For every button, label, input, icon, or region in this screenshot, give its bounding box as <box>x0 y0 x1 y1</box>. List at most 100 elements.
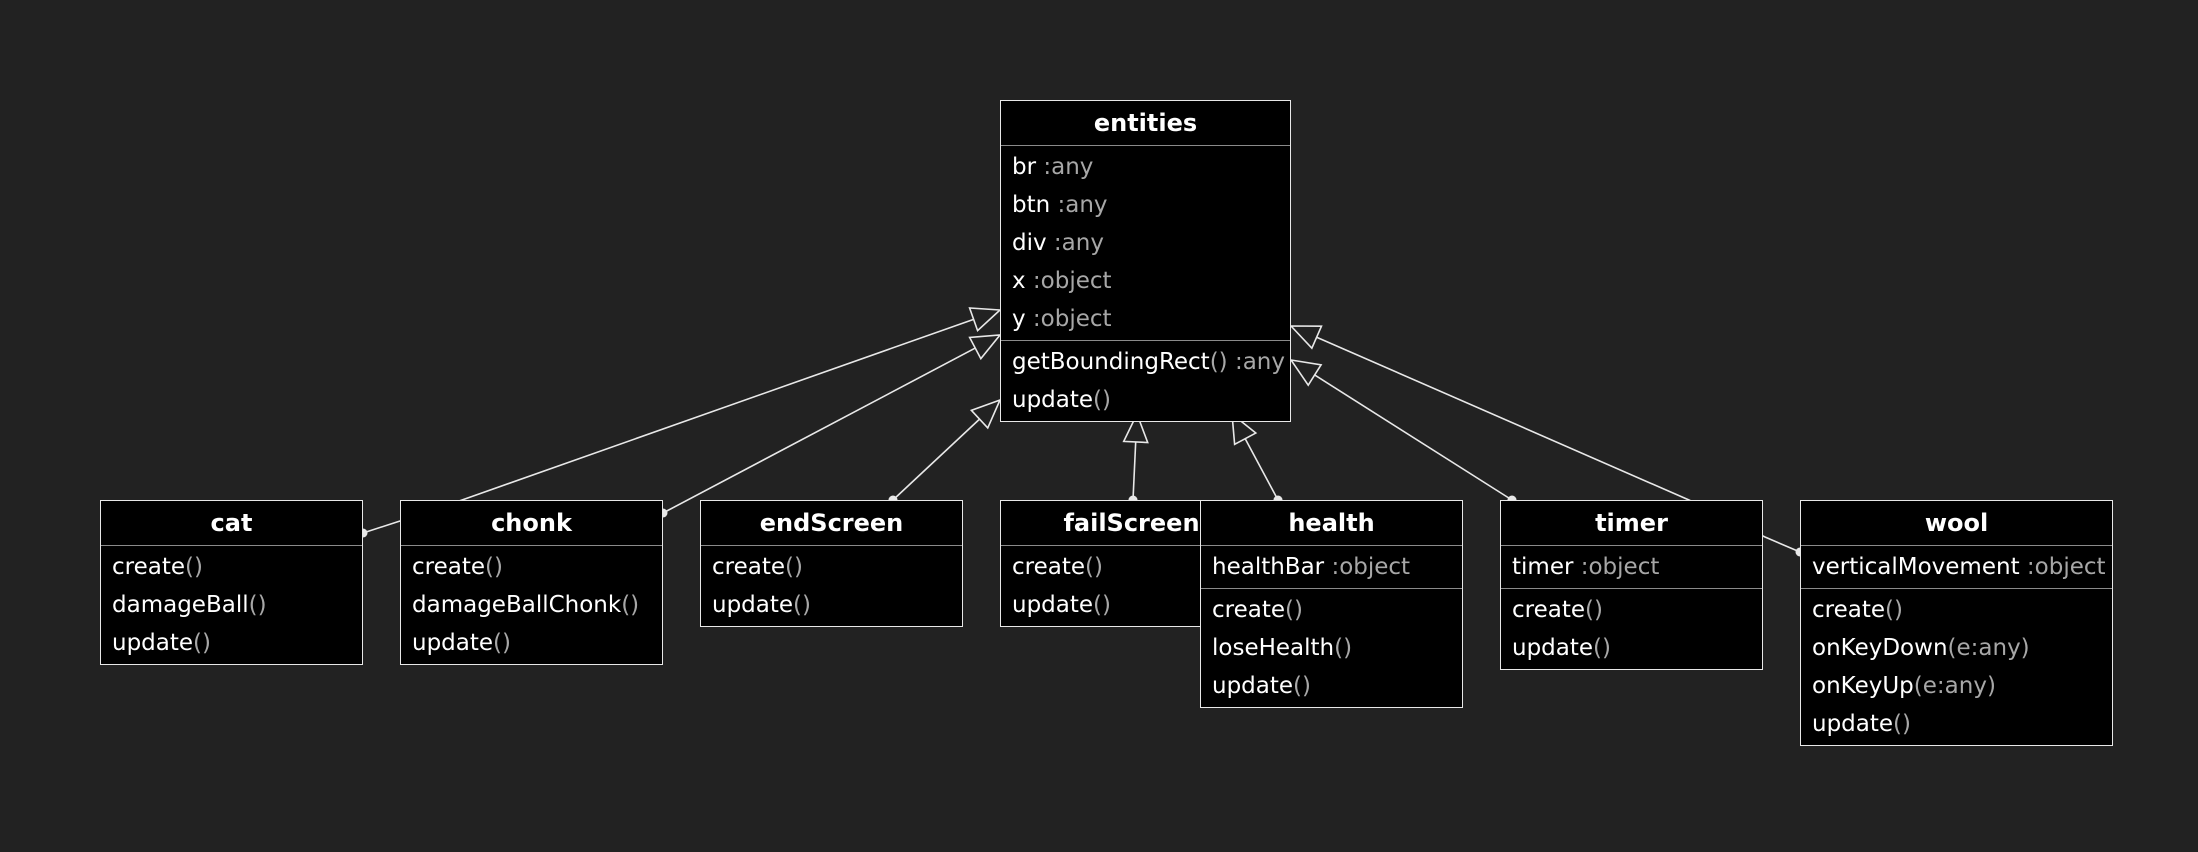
inheritance-arrowhead-failScreen <box>1122 411 1149 444</box>
inheritance-arrowhead-timer <box>1289 358 1323 387</box>
attribute-type: :object <box>1025 268 1112 294</box>
method-name: create <box>712 554 786 580</box>
method-row: update() <box>701 586 962 624</box>
method-signature: () <box>1893 711 1911 737</box>
method-signature: () <box>248 592 267 618</box>
method-name: loseHealth <box>1212 635 1335 661</box>
method-name: create <box>112 554 186 580</box>
attribute-row: verticalMovement :object <box>1801 548 2112 586</box>
method-signature: () <box>1093 387 1111 413</box>
method-signature: () <box>185 554 203 580</box>
attribute-row: x :object <box>1001 262 1290 300</box>
method-signature: () <box>1085 554 1103 580</box>
method-signature: () <box>621 592 640 618</box>
method-row: update() <box>101 624 362 662</box>
class-name: failScreen <box>1001 501 1262 546</box>
method-name: update <box>412 630 494 656</box>
methods-section: create()damageBall()update() <box>101 546 362 664</box>
method-row: onKeyUp(e:any) <box>1801 667 2112 705</box>
attribute-name: br <box>1012 154 1037 180</box>
methods-section: getBoundingRect() :any update() <box>1001 341 1290 421</box>
attribute-name: y <box>1012 306 1026 332</box>
method-signature: () <box>785 554 803 580</box>
method-name: create <box>412 554 486 580</box>
class-name: cat <box>101 501 362 546</box>
method-name: damageBall <box>112 592 249 618</box>
class-name: wool <box>1801 501 2112 546</box>
attribute-name: x <box>1012 268 1026 294</box>
method-name: getBoundingRect <box>1012 349 1210 375</box>
method-name: create <box>1812 597 1886 623</box>
methods-section: create()damageBallChonk()update() <box>401 546 662 664</box>
method-signature: () <box>1093 592 1111 618</box>
method-signature: (e:any) <box>1913 673 1996 699</box>
attribute-type: :any <box>1050 192 1108 218</box>
inheritance-line-failScreen <box>1132 441 1137 501</box>
attribute-type: :object <box>2019 554 2106 580</box>
method-row: loseHealth() <box>1201 629 1462 667</box>
method-name: onKeyUp <box>1812 673 1914 699</box>
attribute-row: div :any <box>1001 224 1290 262</box>
attribute-row: btn :any <box>1001 186 1290 224</box>
method-signature: () <box>1593 635 1611 661</box>
method-row: update() <box>1501 629 1762 667</box>
method-row: create() <box>701 548 962 586</box>
method-signature: () <box>1585 597 1603 623</box>
attribute-type: :object <box>1025 306 1112 332</box>
method-row: damageBallChonk() <box>401 586 662 624</box>
method-name: update <box>1012 387 1094 413</box>
attributes-section: verticalMovement :object <box>1801 546 2112 589</box>
attribute-type: :any <box>1036 154 1094 180</box>
attribute-row: y :object <box>1001 300 1290 338</box>
inheritance-arrowhead-chonk <box>968 334 1002 361</box>
inheritance-arrowhead-endScreen <box>969 398 1002 430</box>
methods-section: create()loseHealth()update() <box>1201 589 1462 707</box>
method-name: create <box>1012 554 1086 580</box>
method-name: create <box>1212 597 1286 623</box>
method-name: update <box>1812 711 1894 737</box>
attribute-row: timer :object <box>1501 548 1762 586</box>
attributes-section: timer :object <box>1501 546 1762 589</box>
inheritance-arrowhead-cat <box>968 307 1002 333</box>
inheritance-line-endScreen <box>892 418 981 501</box>
method-signature: () <box>1293 673 1311 699</box>
methods-section: create()update() <box>1001 546 1262 626</box>
method-row: create() <box>401 548 662 586</box>
class-name: chonk <box>401 501 662 546</box>
method-name: damageBallChonk <box>412 592 622 618</box>
method-row: update() <box>1001 586 1262 624</box>
class-name: health <box>1201 501 1462 546</box>
method-signature: () <box>485 554 503 580</box>
class-name: timer <box>1501 501 1762 546</box>
method-name: onKeyDown <box>1812 635 1948 661</box>
method-name: create <box>1512 597 1586 623</box>
method-row: create() <box>1501 591 1762 629</box>
attribute-row: healthBar :object <box>1201 548 1462 586</box>
method-signature: () :any <box>1209 349 1285 375</box>
methods-section: create()update() <box>1501 589 1762 669</box>
method-signature: () <box>493 630 511 656</box>
method-signature: (e:any) <box>1947 635 2030 661</box>
methods-section: create()update() <box>701 546 962 626</box>
method-signature: () <box>1285 597 1303 623</box>
attribute-row: br :any <box>1001 148 1290 186</box>
method-row: update() <box>1201 667 1462 705</box>
inheritance-arrowhead-wool <box>1289 325 1323 350</box>
attribute-type: :object <box>1573 554 1660 580</box>
method-name: update <box>1212 673 1294 699</box>
method-name: update <box>712 592 794 618</box>
method-row: getBoundingRect() :any <box>1001 343 1290 381</box>
method-signature: () <box>1334 635 1353 661</box>
attribute-type: :object <box>1324 554 1411 580</box>
method-row: update() <box>401 624 662 662</box>
method-row: create() <box>1001 548 1262 586</box>
methods-section: create()onKeyDown(e:any)onKeyUp(e:any)up… <box>1801 589 2112 745</box>
method-name: update <box>1512 635 1594 661</box>
